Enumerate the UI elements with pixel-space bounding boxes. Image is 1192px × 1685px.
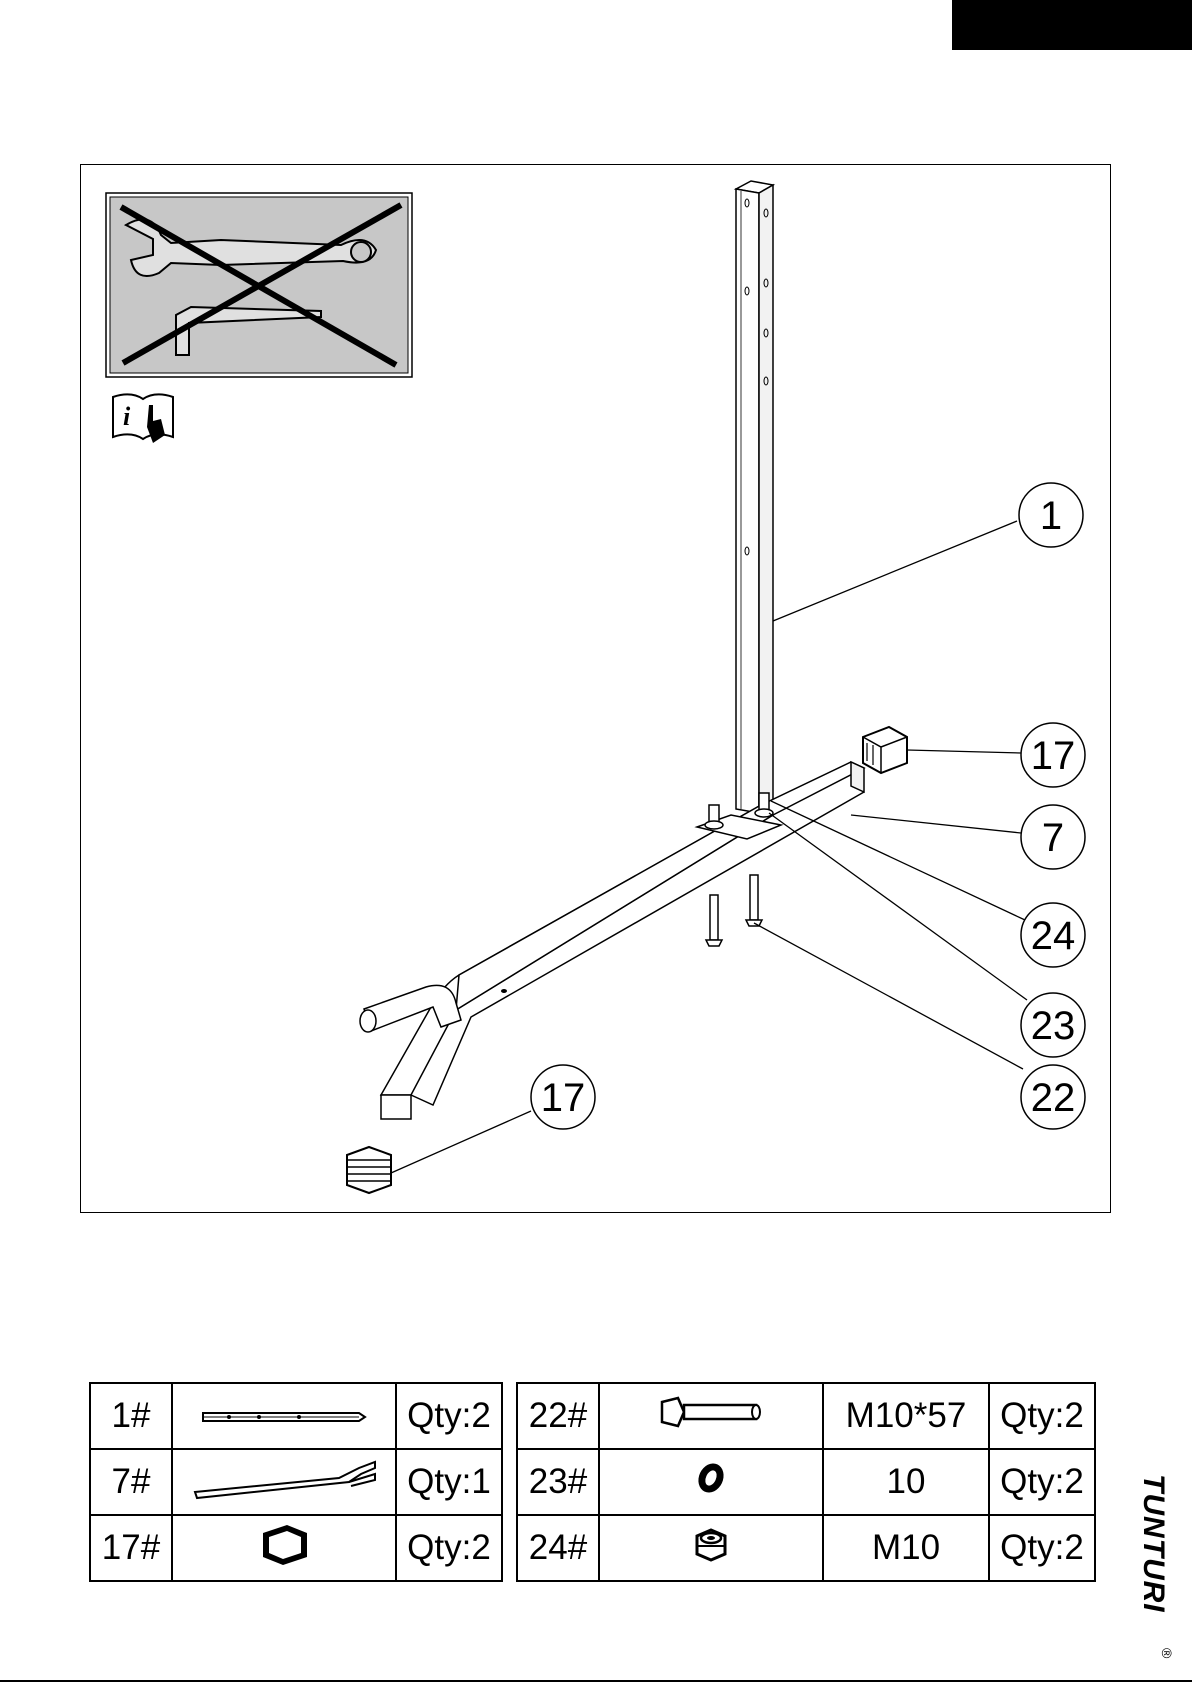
bottom-rule [0,1680,1192,1682]
callout-23: 23 [1021,993,1085,1057]
upright-post-icon [172,1383,396,1449]
end-cap-bottom [347,1147,391,1193]
callout-17-bottom: 17 [531,1065,595,1129]
upright-post [736,181,773,813]
callout-24: 24 [1021,903,1085,967]
part-spec: M10 [823,1515,989,1581]
table-row: 22# M10*57 Qty:2 [517,1383,1095,1449]
callout-22: 22 [1021,1065,1085,1129]
part-id: 1# [90,1383,172,1449]
table-row: 7# Qty:1 [90,1449,502,1515]
end-cap-top [863,727,907,773]
callout-label: 1 [1040,494,1062,538]
callout-label: 23 [1031,1004,1076,1048]
callout-1: 1 [1019,483,1083,547]
part-id: 17# [90,1515,172,1581]
part-qty: Qty:2 [989,1449,1095,1515]
page-tab [952,0,1192,50]
part-qty: Qty:2 [989,1515,1095,1581]
bolt-icon [599,1383,823,1449]
part-id: 24# [517,1515,599,1581]
part-qty: Qty:2 [396,1515,502,1581]
svg-text:i: i [123,402,131,431]
washer-icon [599,1449,823,1515]
callout-label: 17 [1031,734,1076,778]
parts-table-right: 22# M10*57 Qty:2 23# 10 Qty:2 24# M10 Qt… [516,1382,1096,1582]
callout-label: 24 [1031,914,1076,958]
table-row: 24# M10 Qty:2 [517,1515,1095,1581]
parts-table-left: 1# Qty:2 7# Qty:1 17# Qty:2 [89,1382,503,1582]
part-id: 23# [517,1449,599,1515]
nut-icon [599,1515,823,1581]
callout-7: 7 [1021,805,1085,869]
end-cap-icon [172,1515,396,1581]
tunturi-logo: TUNTURI ® [1124,1470,1184,1670]
table-row: 17# Qty:2 [90,1515,502,1581]
table-row: 1# Qty:2 [90,1383,502,1449]
part-spec: M10*57 [823,1383,989,1449]
callout-17-top: 17 [1021,723,1085,787]
part-spec: 10 [823,1449,989,1515]
read-manual-icon: i [113,394,173,443]
base-bar-icon [172,1449,396,1515]
part-qty: Qty:2 [989,1383,1095,1449]
callout-label: 7 [1042,816,1064,860]
assembly-drawing: i [81,165,1112,1214]
base-bar [360,762,864,1119]
callout-label: 22 [1031,1076,1076,1120]
assembly-diagram: i [80,164,1111,1213]
part-qty: Qty:2 [396,1383,502,1449]
table-row: 23# 10 Qty:2 [517,1449,1095,1515]
brand-mark: ® [1159,1648,1175,1659]
part-id: 22# [517,1383,599,1449]
callout-label: 17 [541,1076,586,1120]
no-tools-icon [106,193,412,377]
brand-name: TUNTURI [1137,1474,1170,1613]
part-id: 7# [90,1449,172,1515]
part-qty: Qty:1 [396,1449,502,1515]
